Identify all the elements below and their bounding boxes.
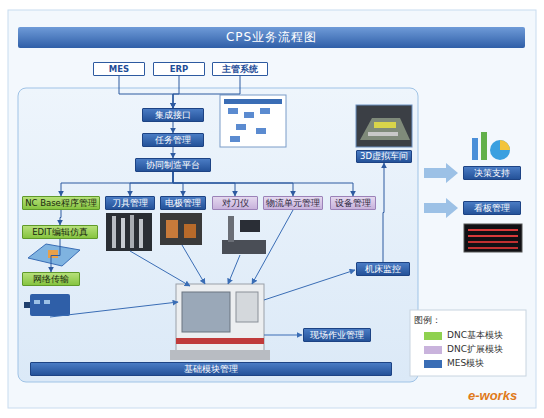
legend-row: DNC基本模块 bbox=[424, 329, 503, 342]
module-box: 对刀仪 bbox=[212, 196, 258, 210]
legend-box bbox=[410, 310, 526, 376]
flow-connector bbox=[173, 76, 240, 108]
flow-connector bbox=[173, 172, 293, 196]
flow-connector bbox=[173, 76, 179, 108]
flow-connector bbox=[119, 76, 173, 108]
box-label: 集成接口 bbox=[155, 111, 191, 120]
module-box: 看板管理 bbox=[463, 201, 521, 215]
legend-row: DNC扩展模块 bbox=[424, 343, 503, 356]
simulation-image bbox=[28, 244, 80, 266]
module-box: 现场作业管理 bbox=[303, 328, 371, 342]
box-label: 决策支持 bbox=[474, 169, 510, 178]
flow-connector bbox=[173, 172, 353, 196]
module-box: 3D虚拟车间 bbox=[356, 150, 412, 163]
module-box: MES bbox=[93, 62, 145, 76]
legend-swatch bbox=[424, 360, 442, 368]
page-frame bbox=[8, 10, 536, 408]
module-box: 刀具管理 bbox=[105, 196, 155, 210]
legend-row: MES模块 bbox=[424, 357, 484, 370]
module-box: 主管系统 bbox=[212, 62, 268, 76]
legend-text: MES模块 bbox=[447, 357, 484, 370]
flow-arrow bbox=[424, 163, 458, 183]
box-label: 物流单元管理 bbox=[266, 199, 320, 208]
flow-connector bbox=[383, 163, 384, 262]
platform-panel bbox=[18, 88, 418, 382]
box-label: 网络传输 bbox=[33, 275, 69, 284]
box-label: NC Base程序管理 bbox=[25, 199, 97, 208]
module-box: 机床监控 bbox=[356, 262, 410, 276]
flow-connector bbox=[130, 172, 173, 196]
module-box: 决策支持 bbox=[463, 166, 521, 180]
flow-connector bbox=[51, 239, 60, 272]
box-label: 对刀仪 bbox=[222, 199, 249, 208]
electrode-image bbox=[160, 213, 202, 245]
box-label: MES bbox=[109, 65, 129, 74]
module-box: 协同制造平台 bbox=[135, 158, 211, 172]
box-label: 机床监控 bbox=[365, 265, 401, 274]
module-box: 电极管理 bbox=[160, 196, 206, 210]
screen-thumbnail bbox=[220, 95, 286, 147]
title-band: CPS业务流程图 bbox=[18, 27, 525, 48]
module-box: 基础模块管理 bbox=[30, 362, 392, 376]
flow-connector bbox=[173, 172, 183, 196]
module-box: 任务管理 bbox=[142, 133, 204, 147]
box-label: ERP bbox=[170, 65, 189, 74]
module-box: 网络传输 bbox=[22, 272, 80, 286]
flow-arrow bbox=[424, 198, 458, 218]
box-label: 电极管理 bbox=[165, 199, 201, 208]
kanban-board-image bbox=[464, 224, 522, 252]
module-box: 物流单元管理 bbox=[263, 196, 323, 210]
box-label: 3D虚拟车间 bbox=[360, 152, 408, 161]
flow-connector bbox=[60, 210, 61, 225]
network-device-image bbox=[24, 294, 70, 316]
tool-image bbox=[106, 213, 152, 251]
presetter-image bbox=[222, 216, 266, 254]
decision-icon bbox=[472, 132, 510, 160]
machine-tool-image bbox=[170, 284, 270, 360]
box-label: 基础模块管理 bbox=[184, 365, 238, 374]
box-label: 现场作业管理 bbox=[310, 331, 364, 340]
flow-connector bbox=[173, 122, 174, 133]
module-box: ERP bbox=[153, 62, 205, 76]
legend-text: DNC基本模块 bbox=[447, 329, 503, 342]
workshop-3d-image bbox=[356, 105, 412, 147]
flow-connector bbox=[173, 147, 174, 158]
box-label: 设备管理 bbox=[335, 199, 371, 208]
legend-swatch bbox=[424, 332, 442, 340]
legend-text: DNC扩展模块 bbox=[447, 343, 503, 356]
box-label: 协同制造平台 bbox=[146, 161, 200, 170]
flow-connector bbox=[173, 172, 235, 196]
box-label: 刀具管理 bbox=[112, 199, 148, 208]
box-label: 主管系统 bbox=[222, 65, 258, 74]
flow-connector bbox=[61, 172, 173, 196]
module-box: 集成接口 bbox=[142, 108, 204, 122]
module-box: NC Base程序管理 bbox=[22, 196, 100, 210]
watermark: e-works bbox=[468, 388, 517, 403]
legend-heading: 图例： bbox=[414, 314, 441, 327]
legend-swatch bbox=[424, 346, 442, 354]
module-box: 设备管理 bbox=[330, 196, 376, 210]
box-label: 任务管理 bbox=[155, 136, 191, 145]
box-label: EDIT编辑仿真 bbox=[32, 228, 88, 237]
module-box: EDIT编辑仿真 bbox=[22, 225, 98, 239]
box-label: 看板管理 bbox=[474, 204, 510, 213]
